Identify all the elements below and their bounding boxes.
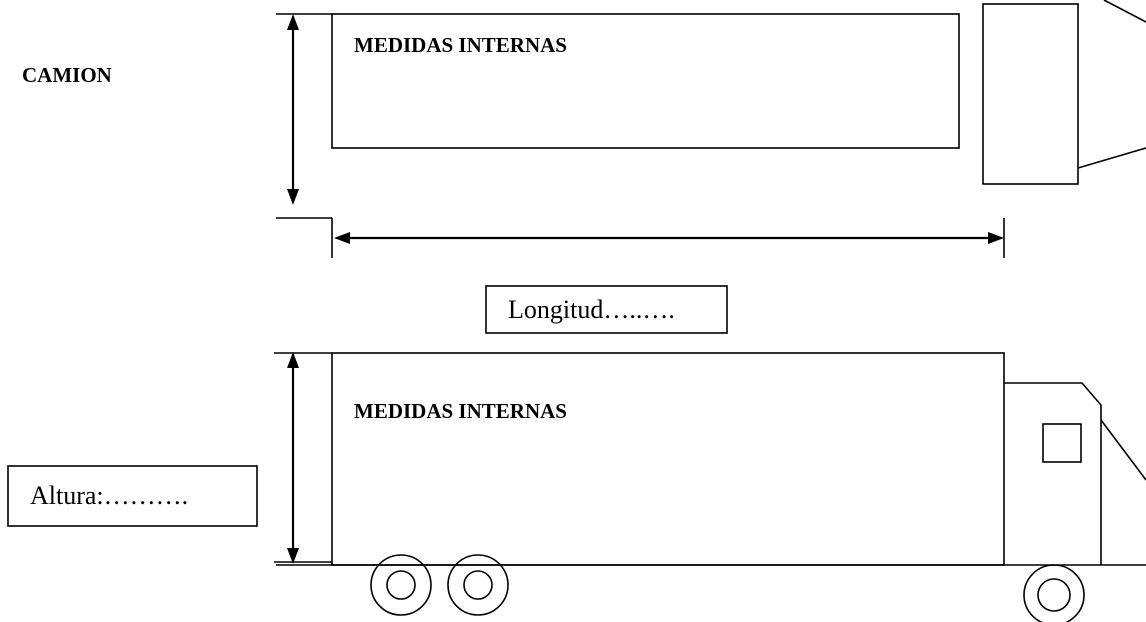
- longitud-frame: [485, 285, 728, 334]
- windshield-line: [1100, 419, 1146, 481]
- top-cab-front-line-lower: [1077, 147, 1146, 169]
- front-wheel: [1023, 564, 1085, 622]
- top-cargo-box: [331, 13, 960, 149]
- rear-wheel-2: [447, 554, 509, 616]
- altura-label: Altura:……….: [30, 481, 188, 510]
- side-cargo-box: [331, 352, 1005, 566]
- arrowhead-right: [988, 232, 1004, 244]
- arrowhead-up: [287, 352, 299, 368]
- longitud-label: Longitud…..….: [508, 295, 675, 324]
- longitud-box: Longitud…..….: [485, 285, 728, 334]
- side-view-truck: MEDIDAS INTERNAS: [274, 352, 1146, 622]
- arrowhead-down: [287, 189, 299, 205]
- top-cargo-label: MEDIDAS INTERNAS: [354, 33, 567, 57]
- rear-wheel-1: [370, 554, 432, 616]
- side-cab: [1004, 382, 1102, 565]
- arrowhead-down: [287, 548, 299, 564]
- side-cargo-label: MEDIDAS INTERNAS: [354, 399, 567, 423]
- cab-window: [1042, 423, 1082, 463]
- top-cab-front-line-upper: [1103, 0, 1146, 23]
- top-cab: [982, 3, 1079, 185]
- diagram-title: CAMION: [22, 63, 112, 87]
- arrowhead-left: [334, 232, 350, 244]
- altura-box: Altura:……….: [7, 465, 258, 527]
- top-view-truck: MEDIDAS INTERNAS: [276, 0, 1146, 258]
- arrowhead-up: [287, 14, 299, 30]
- altura-frame: [7, 465, 258, 527]
